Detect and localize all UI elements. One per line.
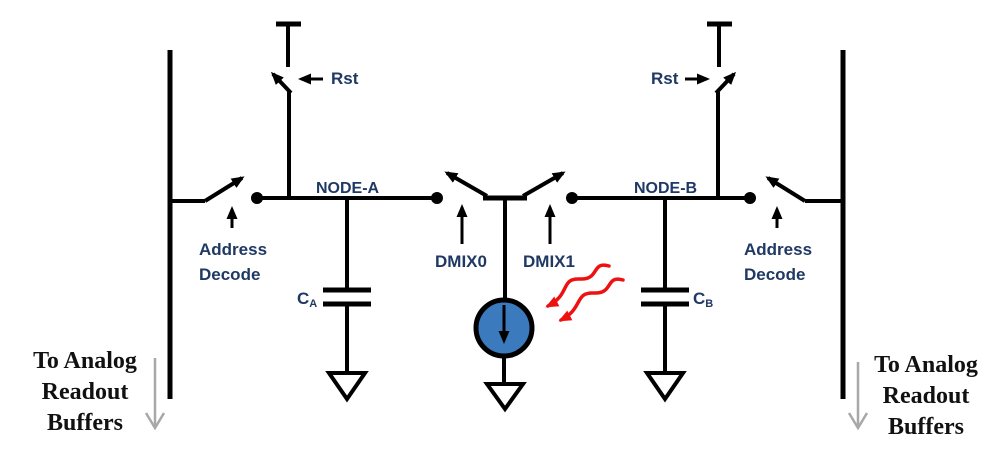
junction-dot-node-a-right xyxy=(431,192,443,204)
to-analog-readout-buffers-label-left: To Analog Readout Buffers xyxy=(33,348,137,436)
readout-direction-arrow-left xyxy=(144,358,166,431)
dmix0-switch-arm xyxy=(444,171,488,198)
dmix1-label: DMIX1 xyxy=(523,252,575,271)
cap-b-label: CB xyxy=(693,289,714,310)
dmix1-switch-arm xyxy=(522,171,566,198)
ground-symbol-cap-a xyxy=(325,371,369,403)
rst-label-left: Rst xyxy=(331,69,359,88)
address-decode-switch-right xyxy=(765,176,843,228)
node-b-label: NODE-B xyxy=(634,180,698,197)
dmix0-label: DMIX0 xyxy=(435,252,487,271)
photodiode-current-source xyxy=(473,297,535,384)
address-decode-label-right: Address Decode xyxy=(744,240,813,284)
capacitor-b xyxy=(641,198,689,373)
junction-dot-node-b-right xyxy=(744,192,756,204)
to-analog-readout-buffers-label-right: To Analog Readout Buffers xyxy=(874,352,978,440)
reset-switch-left xyxy=(270,71,323,198)
incident-light-arrows xyxy=(545,263,625,322)
cap-a-label: CA xyxy=(297,289,318,310)
rst-label-right: Rst xyxy=(651,69,679,88)
ground-symbol-cap-b xyxy=(643,371,687,403)
light-wave-arrow-1 xyxy=(545,263,611,308)
node-a-label: NODE-A xyxy=(316,180,380,197)
dmix-switch-pair xyxy=(444,171,566,299)
junction-dot-node-b-left xyxy=(566,192,578,204)
reset-switch-right xyxy=(685,71,737,198)
readout-direction-arrow-right xyxy=(847,362,869,431)
reset-supply-terminal-right xyxy=(707,21,732,67)
address-decode-label-left: Address Decode xyxy=(199,240,268,284)
ground-symbol-photodiode xyxy=(483,382,527,413)
address-decode-switch-left xyxy=(170,176,245,228)
reset-supply-terminal-left xyxy=(276,21,301,67)
capacitor-a xyxy=(323,198,371,373)
junction-dot-node-a-left xyxy=(251,192,263,204)
light-wave-arrow-2 xyxy=(558,277,625,322)
